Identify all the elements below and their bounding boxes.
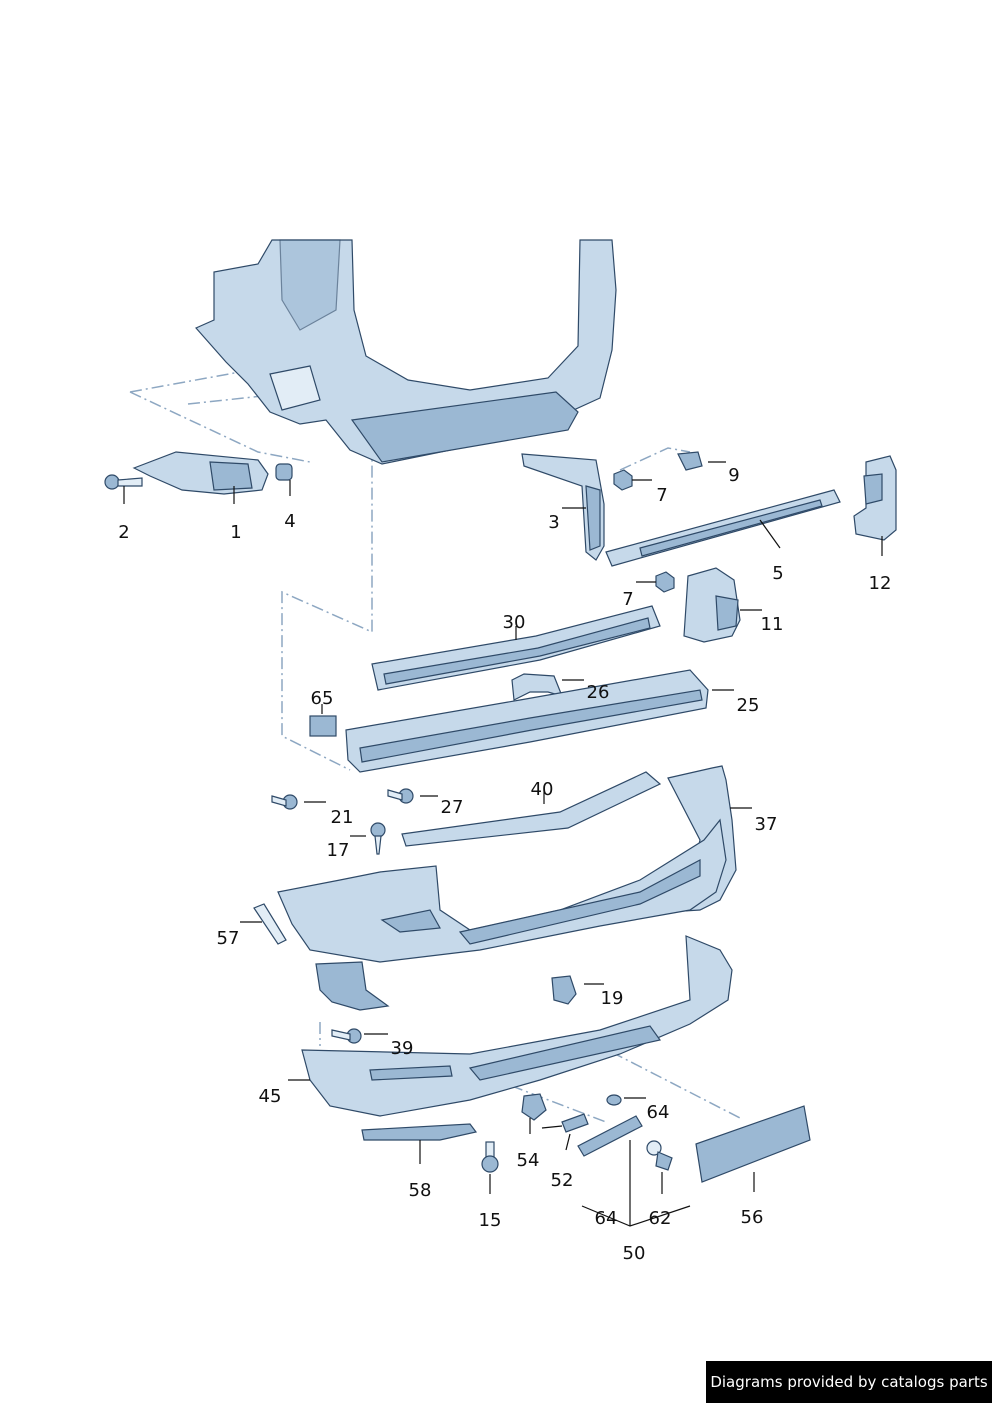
- part-40-trim-strip: [401, 771, 662, 847]
- callout-2: 2: [118, 522, 129, 543]
- callout-30: 30: [503, 612, 526, 633]
- lower-grille: [315, 961, 390, 1011]
- callout-37: 37: [755, 814, 778, 835]
- callout-50: 50: [623, 1243, 646, 1264]
- part-19-clip-icon: [551, 975, 577, 1005]
- callout-39: 39: [391, 1038, 414, 1059]
- part-58-reflector-strip: [361, 1123, 478, 1141]
- part-2-screw-icon: [104, 474, 143, 490]
- callout-19: 19: [601, 988, 624, 1009]
- callout-21: 21: [331, 807, 354, 828]
- part-64-grommet-icon: [606, 1094, 622, 1106]
- callout-45: 45: [259, 1086, 282, 1107]
- callout-56: 56: [741, 1207, 764, 1228]
- part-4-spacer-icon: [275, 463, 293, 481]
- part-45-lower-diffuser: [301, 935, 733, 1117]
- callout-40: 40: [531, 779, 554, 800]
- part-65-pad-icon: [309, 715, 337, 737]
- callout-57: 57: [217, 928, 240, 949]
- callout-12: 12: [869, 573, 892, 594]
- part-30-energy-absorber: [371, 605, 661, 691]
- part-21-bolt-icon: [271, 794, 298, 810]
- leader-lines: [123, 461, 883, 1227]
- callout-4: 4: [284, 511, 295, 532]
- callout-7-upper: 7: [656, 485, 667, 506]
- part-9-clip-icon: [677, 451, 703, 471]
- callout-labels: 1 2 3 4 5 7 7 9 11 12 15 17 19 21 25 26 …: [118, 465, 891, 1264]
- callout-15: 15: [479, 1210, 502, 1231]
- part-39-screw-icon: [331, 1028, 362, 1044]
- part-50-license-lamp: [577, 1115, 643, 1157]
- rear-body-shell: [195, 239, 617, 465]
- part-17-screw-icon: [370, 822, 386, 855]
- callout-54: 54: [517, 1150, 540, 1171]
- callout-17: 17: [327, 840, 350, 861]
- callout-11: 11: [761, 614, 784, 635]
- part-5-guide-strip: [605, 489, 841, 567]
- callout-5: 5: [772, 563, 783, 584]
- callout-3: 3: [548, 512, 559, 533]
- part-62-bulb-icon: [646, 1140, 673, 1171]
- part-56-license-plate-mount: [695, 1105, 811, 1183]
- part-25-bumper-carrier: [345, 669, 709, 773]
- attribution-text: Diagrams provided by catalogs parts: [710, 1373, 988, 1391]
- callout-58: 58: [409, 1180, 432, 1201]
- callout-62: 62: [649, 1208, 672, 1229]
- part-57-reflector: [253, 903, 287, 945]
- part-27-bolt-icon: [387, 788, 414, 804]
- part-3-vertical-bracket: [521, 453, 605, 561]
- part-11-side-guide: [683, 567, 741, 643]
- callout-64-upper: 64: [647, 1102, 670, 1123]
- callout-27: 27: [441, 797, 464, 818]
- part-1-side-bracket: [132, 451, 269, 495]
- callout-1: 1: [230, 522, 241, 543]
- part-7-nut-icon-upper: [613, 469, 633, 491]
- part-7-nut-icon-lower: [655, 571, 675, 593]
- part-15-bolt-icon: [481, 1141, 499, 1173]
- callout-52: 52: [551, 1170, 574, 1191]
- bumper-cover: [277, 818, 727, 963]
- callout-26: 26: [587, 682, 610, 703]
- part-12-right-bracket: [853, 455, 897, 541]
- callout-7-lower: 7: [622, 589, 633, 610]
- callout-65: 65: [311, 688, 334, 709]
- part-54-socket-icon: [521, 1093, 547, 1121]
- callout-64-lower: 64: [595, 1208, 618, 1229]
- attribution-banner: Diagrams provided by catalogs parts: [706, 1361, 992, 1403]
- callout-25: 25: [737, 695, 760, 716]
- callout-9: 9: [728, 465, 739, 486]
- part-52-cover-icon: [541, 1113, 589, 1133]
